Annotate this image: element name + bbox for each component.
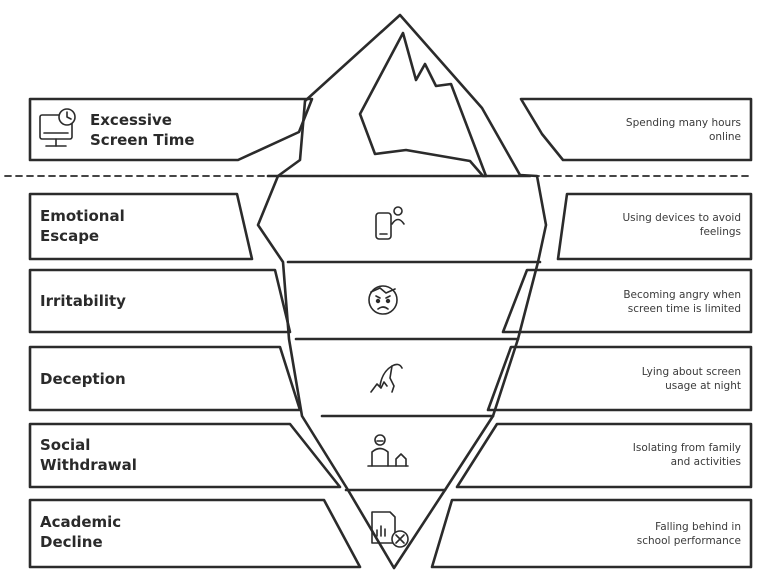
description-line: Falling behind in bbox=[655, 521, 741, 533]
panel-left-emotional bbox=[28, 192, 254, 261]
label-academic-decline: Academic Decline bbox=[40, 512, 121, 552]
label-line: Academic bbox=[40, 513, 122, 531]
label-line: Irritability bbox=[40, 292, 126, 310]
description-excessive-screen-time: Spending many hours online bbox=[626, 116, 741, 144]
description-line: screen time is limited bbox=[627, 303, 741, 315]
computer-clock-icon bbox=[39, 108, 76, 147]
description-line: online bbox=[708, 131, 741, 143]
label-line: Escape bbox=[40, 227, 100, 245]
panel-left-academic bbox=[28, 498, 362, 569]
description-line: Lying about screen bbox=[641, 366, 741, 378]
panel-left-tip bbox=[28, 97, 314, 162]
panel-left-social bbox=[28, 422, 342, 489]
phone-person-icon bbox=[375, 206, 405, 240]
panel-right-irritability bbox=[501, 268, 753, 334]
description-academic-decline: Falling behind in school performance bbox=[637, 520, 741, 548]
panel-right-academic bbox=[430, 498, 753, 569]
panel-right-emotional bbox=[556, 192, 753, 261]
panel-left-deception bbox=[28, 345, 302, 412]
label-line: Social bbox=[40, 436, 91, 454]
label-line: Deception bbox=[40, 370, 126, 388]
panel-right-tip bbox=[519, 97, 753, 162]
iceberg-peak-outline bbox=[358, 31, 488, 178]
report-cross-icon bbox=[371, 511, 409, 548]
label-emotional-escape: Emotional Escape bbox=[40, 206, 125, 246]
isolated-person-icon bbox=[367, 434, 409, 467]
description-line: and activities bbox=[670, 456, 741, 468]
panel-left-irritability bbox=[28, 268, 292, 334]
panel-right-social bbox=[455, 422, 753, 489]
angry-face-icon bbox=[368, 285, 398, 315]
label-social-withdrawal: Social Withdrawal bbox=[40, 435, 137, 475]
description-deception: Lying about screen usage at night bbox=[642, 365, 741, 393]
description-line: Spending many hours bbox=[625, 117, 741, 129]
description-line: Isolating from family bbox=[632, 442, 741, 454]
label-line: Screen Time bbox=[90, 131, 195, 149]
description-social-withdrawal: Isolating from family and activities bbox=[633, 441, 741, 469]
label-line: Decline bbox=[40, 533, 103, 551]
description-line: Becoming angry when bbox=[623, 289, 741, 301]
label-irritability: Irritability bbox=[40, 291, 126, 311]
label-line: Emotional bbox=[40, 207, 125, 225]
label-deception: Deception bbox=[40, 369, 126, 389]
description-line: school performance bbox=[636, 535, 741, 547]
description-line: usage at night bbox=[665, 380, 741, 392]
label-line: Withdrawal bbox=[40, 456, 137, 474]
label-line: Excessive bbox=[90, 111, 172, 129]
label-excessive-screen-time: Excessive Screen Time bbox=[90, 110, 195, 150]
hand-lying-icon bbox=[370, 363, 403, 393]
description-line: feelings bbox=[699, 226, 741, 238]
description-line: Using devices to avoid bbox=[622, 212, 741, 224]
panel-right-deception bbox=[486, 345, 753, 412]
description-irritability: Becoming angry when screen time is limit… bbox=[623, 288, 741, 316]
description-emotional-escape: Using devices to avoid feelings bbox=[622, 211, 741, 239]
